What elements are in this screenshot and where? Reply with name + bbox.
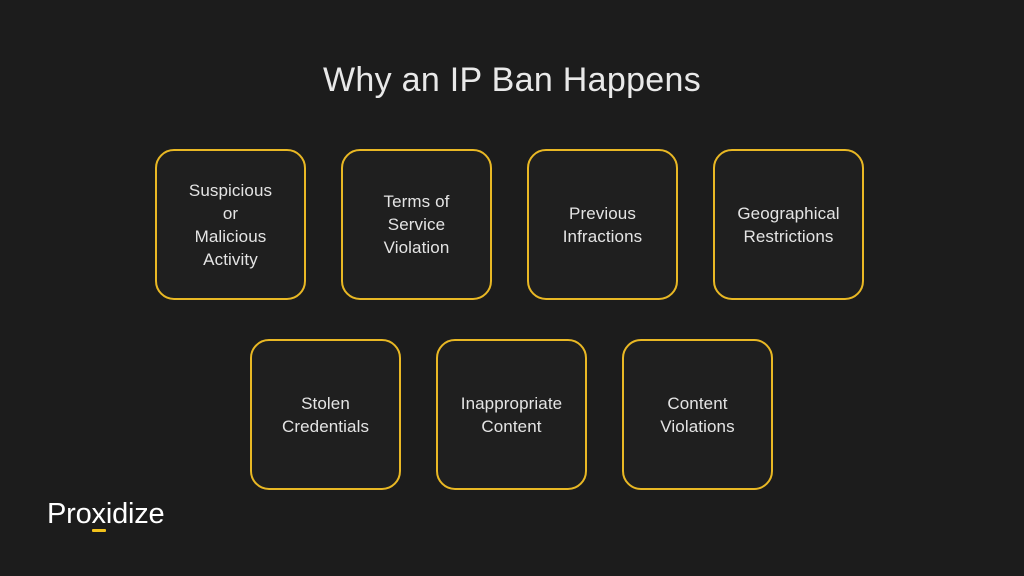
card-label: Previous Infractions [562,203,643,246]
card-inappropriate-content: Inappropriate Content [436,339,587,490]
card-content-violations: Content Violations [622,339,773,490]
card-label: Geographical Restrictions [737,203,840,246]
logo-highlight-letter-wrap: x [91,497,107,532]
logo-underline-accent [91,529,106,532]
logo-text-suffix: idize [105,498,165,530]
card-label: Content Violations [660,393,735,436]
card-label: Inappropriate Content [460,393,563,436]
page-title: Why an IP Ban Happens [322,61,701,99]
card-label: Stolen Credentials [281,393,370,436]
card-stolen-credentials: Stolen Credentials [250,339,401,490]
card-terms-of-service-violation: Terms of Service Violation [341,149,492,300]
card-previous-infractions: Previous Infractions [527,149,678,300]
card-suspicious-or-malicious-activity: Suspicious or Malicious Activity [155,149,306,300]
logo-text-prefix: Pro [47,498,92,530]
card-label: Suspicious or Malicious Activity [188,180,273,269]
logo-text-highlight: x [91,498,107,530]
card-label: Terms of Service Violation [383,192,450,257]
card-geographical-restrictions: Geographical Restrictions [713,149,864,300]
